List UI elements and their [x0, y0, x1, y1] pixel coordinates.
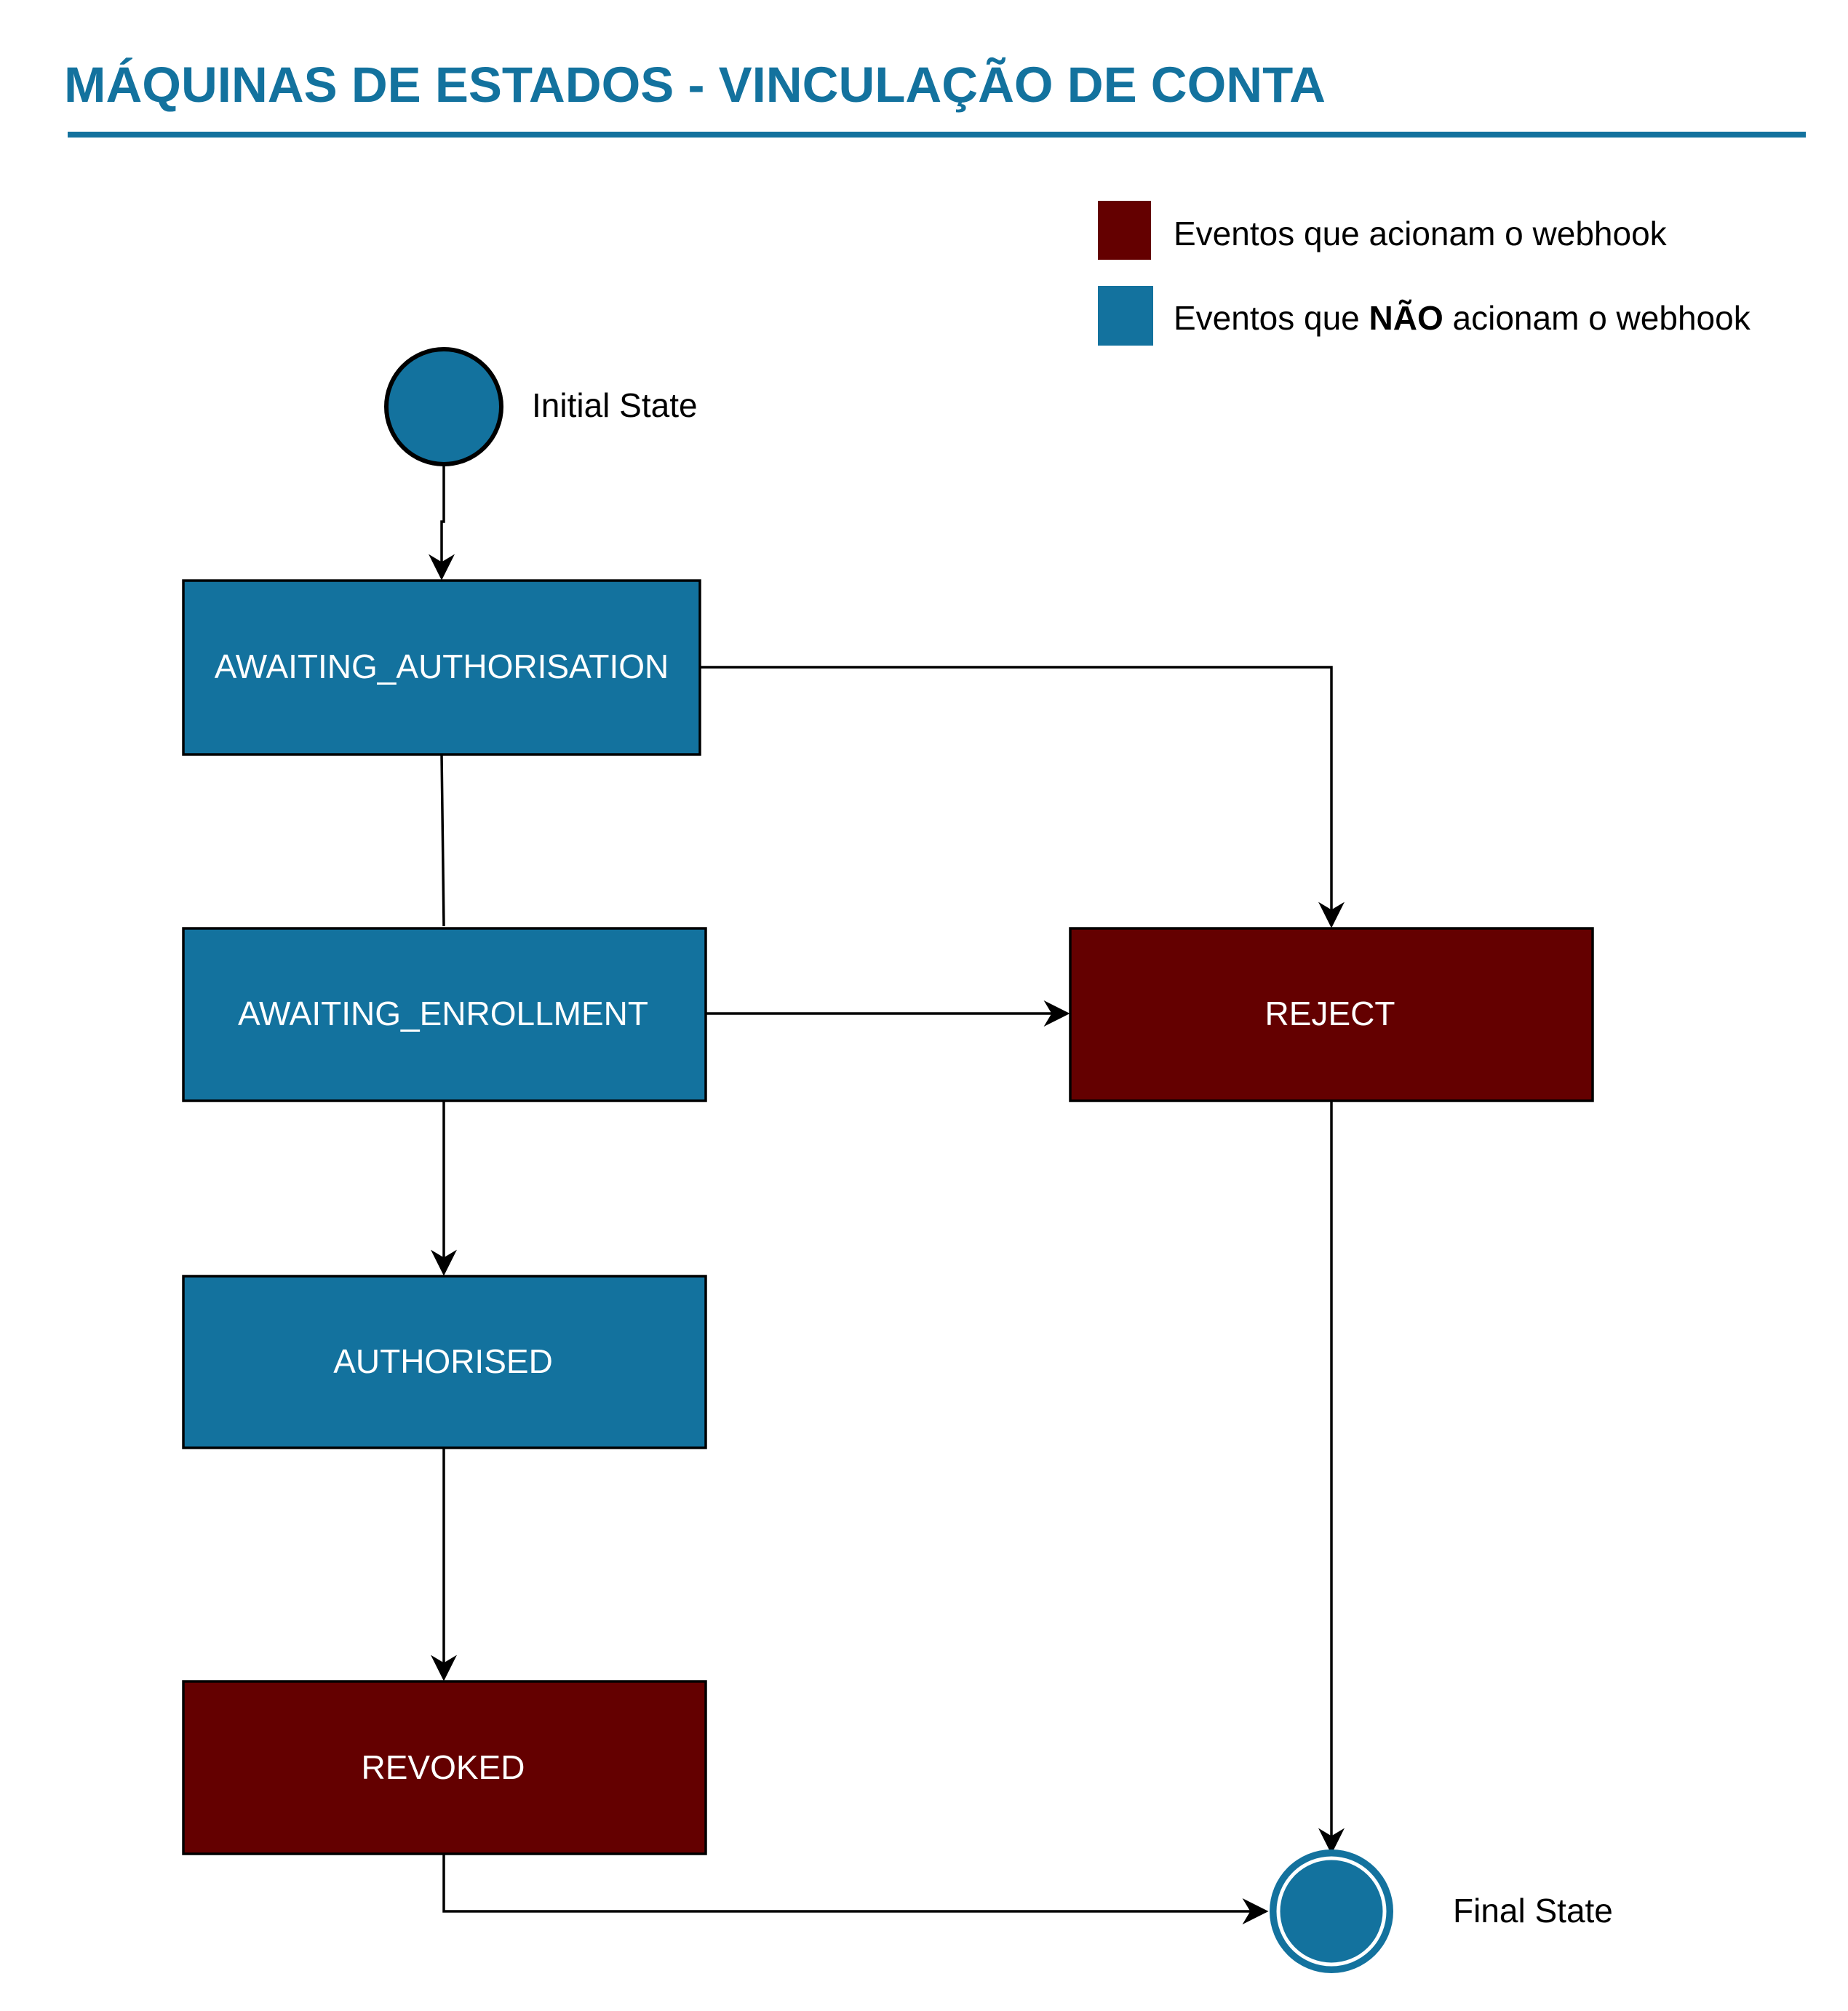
state-label-reject: REJECT [1265, 995, 1395, 1032]
state-label-awaiting-authorisation: AWAITING_AUTHORISATION [215, 648, 669, 685]
edge-awaiting-authorisation-to-reject [700, 666, 1345, 928]
final-state: Final State [1270, 1849, 1613, 1973]
state-box-awaiting-authorisation [182, 579, 701, 756]
page-title: MÁQUINAS DE ESTADOS - VINCULAÇÃO DE CONT… [64, 57, 1326, 113]
edge-revoked-to-final [442, 1854, 1269, 1924]
final-state-label: Final State [1453, 1892, 1613, 1930]
final-state-inner-ring [1276, 1856, 1387, 1967]
edge-initial-to-awaiting-authorisation [429, 466, 455, 581]
state-revoked: REVOKED [182, 1680, 707, 1855]
final-state-outer-ring [1270, 1849, 1393, 1973]
legend-webhook-label: Eventos que acionam o webhook [1174, 215, 1668, 252]
initial-state-circle [384, 347, 503, 466]
state-authorised: AUTHORISED [182, 1275, 707, 1449]
state-awaiting-enrollment: AWAITING_ENROLLMENT [182, 927, 707, 1102]
state-label-awaiting-enrollment: AWAITING_ENROLLMENT [238, 995, 648, 1032]
state-box-awaiting-enrollment [182, 927, 707, 1102]
initial-state-label: Initial State [532, 386, 698, 424]
state-reject: REJECT [1069, 927, 1594, 1102]
legend: Eventos que acionam o webhook Eventos qu… [1098, 201, 1751, 346]
state-awaiting-authorisation: AWAITING_AUTHORISATION [182, 579, 701, 756]
state-label-authorised: AUTHORISED [333, 1342, 553, 1380]
initial-state: Initial State [384, 347, 698, 466]
state-label-revoked: REVOKED [362, 1748, 525, 1786]
edge-awaiting-authorisation-to-awaiting-enrollment [440, 754, 445, 927]
legend-webhook-swatch [1098, 201, 1151, 260]
state-box-reject [1069, 927, 1594, 1102]
transitions [429, 466, 1345, 1924]
legend-no-webhook-swatch [1098, 286, 1153, 346]
state-box-authorised [182, 1275, 707, 1449]
state-box-revoked [182, 1680, 707, 1855]
legend-no-webhook-label: Eventos que NÃO acionam o webhook [1174, 299, 1751, 337]
